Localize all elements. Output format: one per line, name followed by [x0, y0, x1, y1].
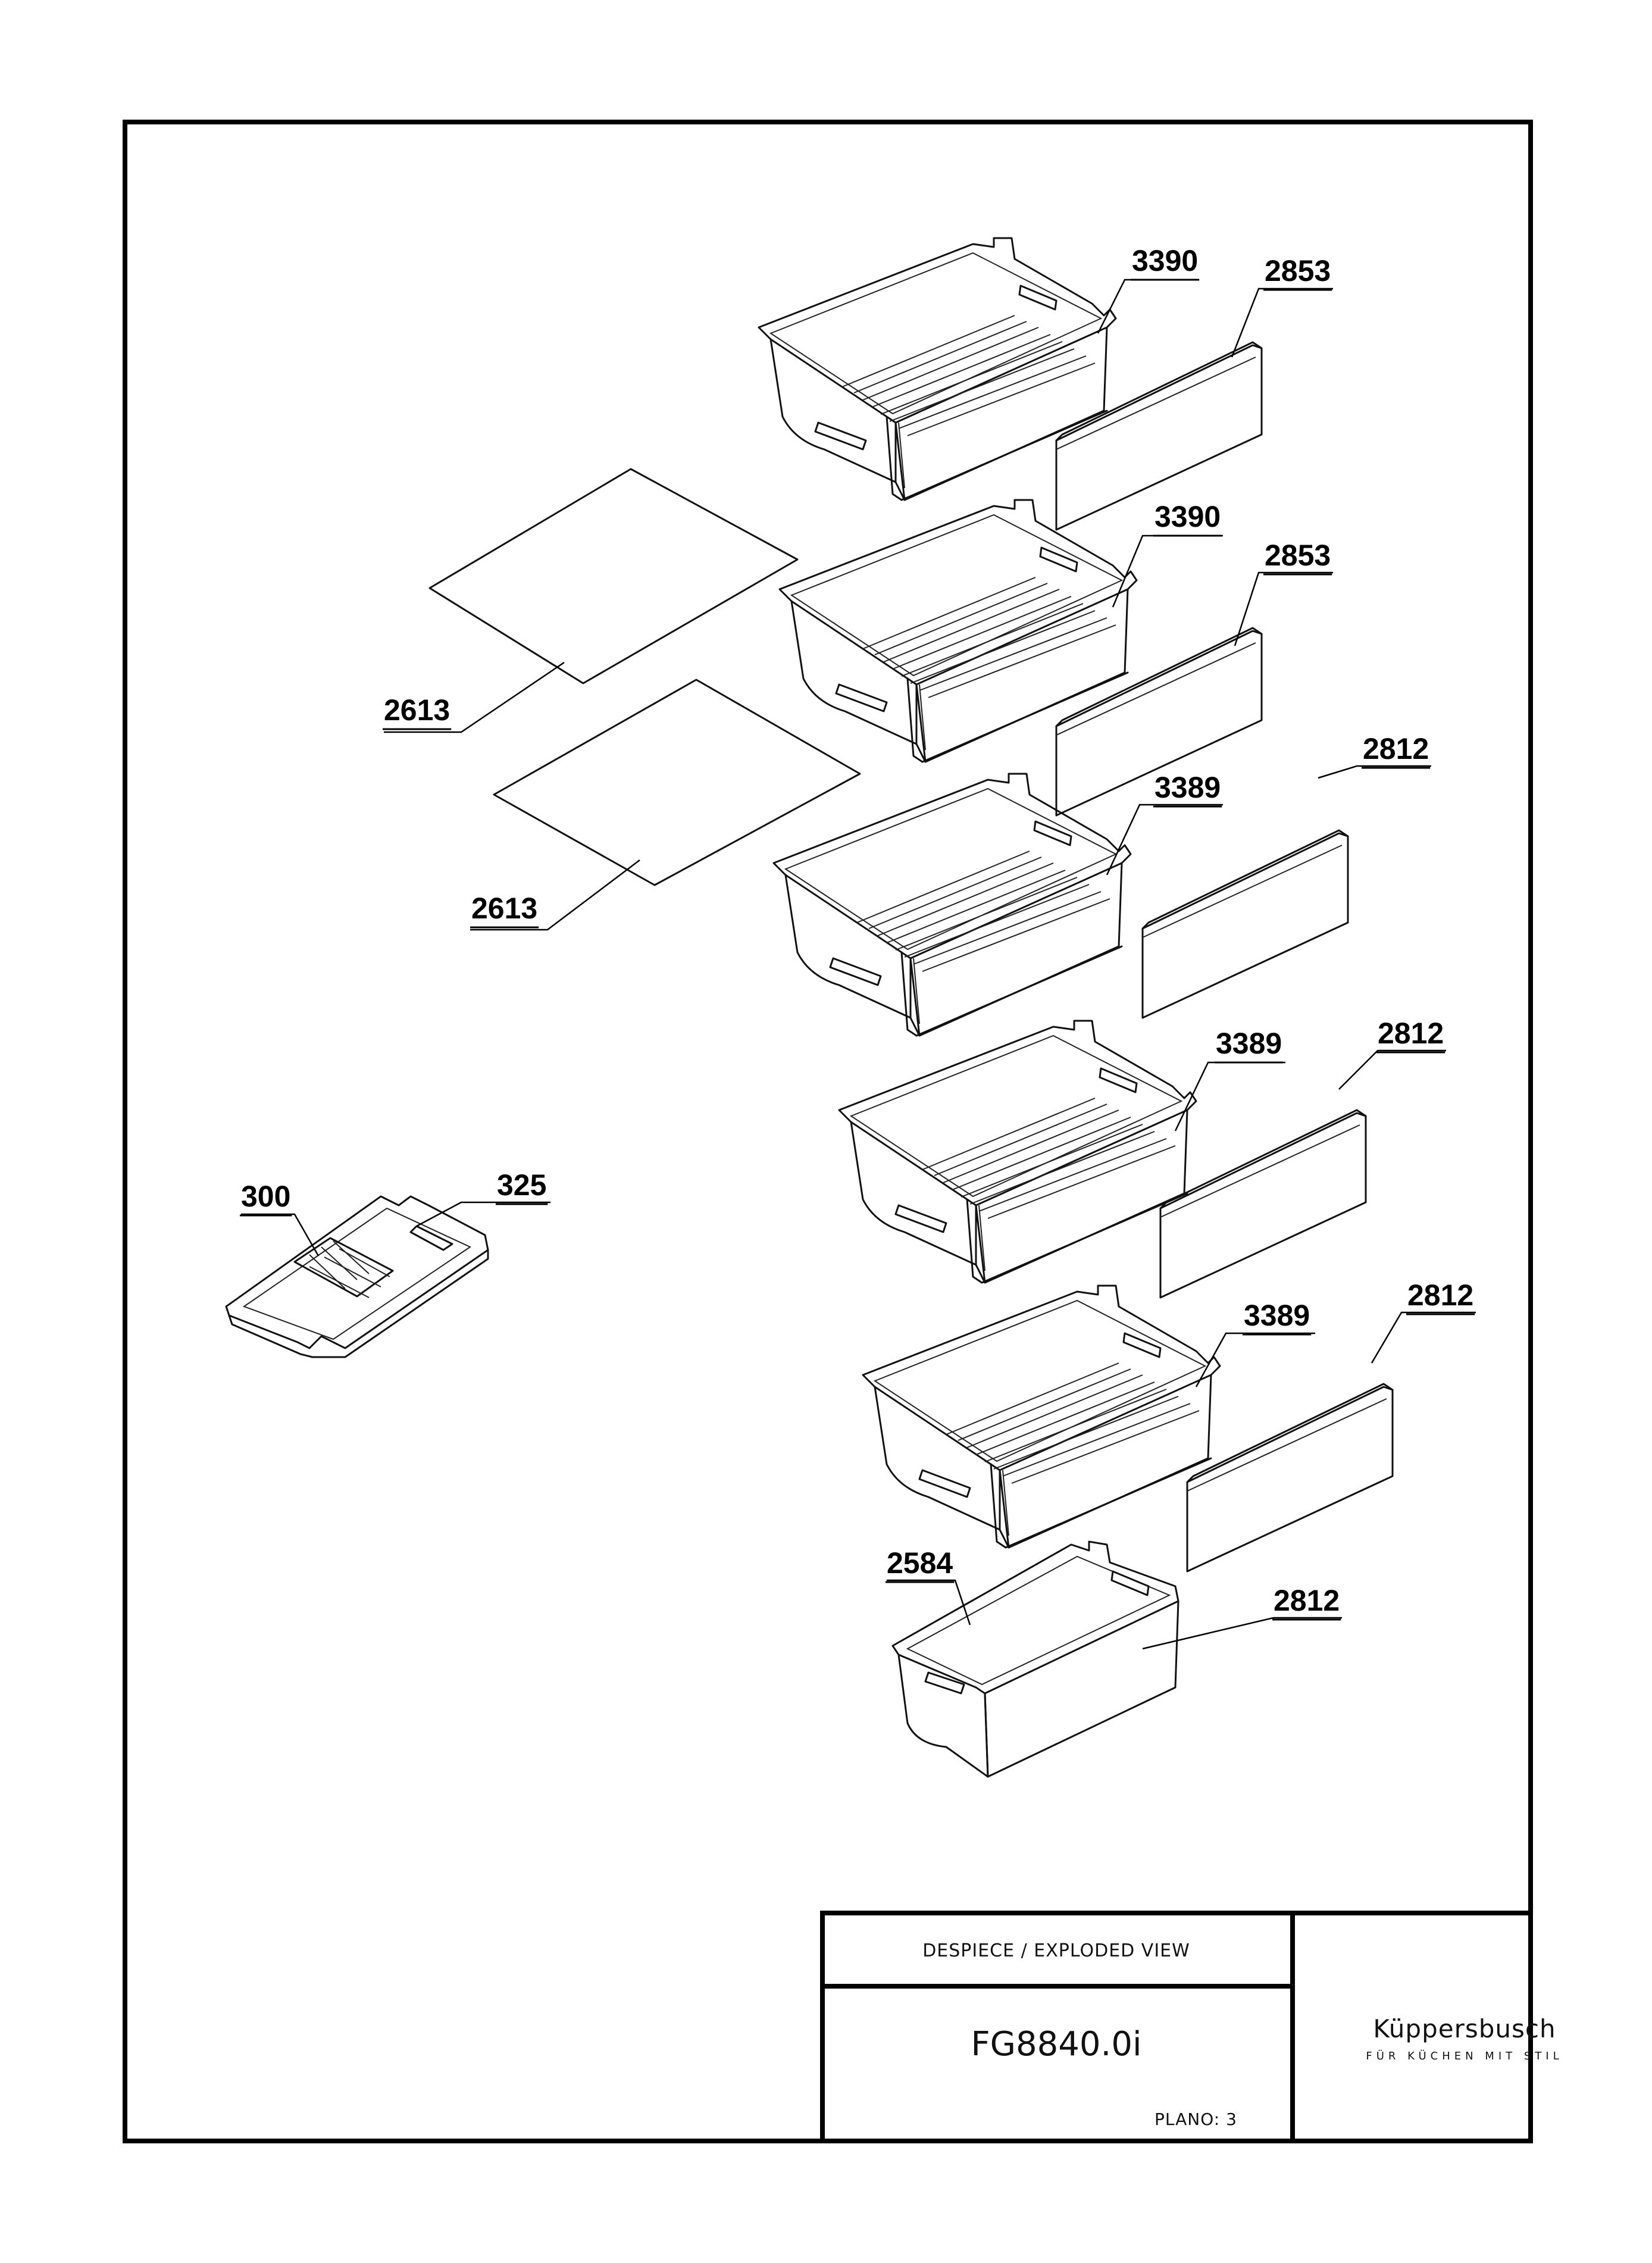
callout-2812-bottom: 2812 [1272, 1584, 1341, 1621]
model-number: FG8840.0i [971, 2025, 1142, 2064]
svg-text:300: 300 [241, 1180, 290, 1213]
svg-text:2812: 2812 [1378, 1017, 1444, 1050]
svg-text:2613: 2613 [384, 693, 450, 727]
callout-2613-lower: 2613 [470, 892, 539, 929]
glass-shelf-upper [428, 468, 799, 684]
callout-2812-second: 2812 [1376, 1017, 1446, 1054]
brand-logo: Küppersbusch [1373, 2014, 1556, 2043]
callout-2613-upper: 2613 [383, 693, 452, 730]
svg-text:3390: 3390 [1154, 500, 1221, 533]
callout-2812-first: 2812 [1362, 732, 1431, 769]
svg-text:3389: 3389 [1244, 1299, 1310, 1332]
title-block [820, 1911, 1533, 2143]
callout-3390-second: 3390 [1153, 500, 1222, 537]
drawer-basket-4 [838, 1020, 1197, 1284]
drawer-basket-1 [758, 237, 1117, 501]
front-panel-3 [1141, 829, 1349, 1019]
callout-3389-first: 3389 [1153, 771, 1222, 808]
title-block-header: DESPIECE / EXPLODED VIEW [922, 1940, 1190, 1961]
callout-300: 300 [240, 1180, 292, 1217]
drawer-basket-5 [862, 1284, 1221, 1549]
leader-lines [241, 279, 1476, 1650]
callout-325: 325 [496, 1168, 548, 1205]
svg-text:2812: 2812 [1407, 1279, 1473, 1312]
drawer-basket-3 [772, 773, 1132, 1037]
callout-3389-second: 3389 [1215, 1027, 1284, 1064]
svg-text:3389: 3389 [1216, 1027, 1282, 1060]
bottom-drawer [891, 1540, 1179, 1778]
svg-text:3390: 3390 [1132, 244, 1198, 277]
front-panel-4 [1159, 1109, 1367, 1299]
svg-text:2853: 2853 [1265, 254, 1331, 287]
callout-2584: 2584 [886, 1546, 955, 1583]
svg-text:2584: 2584 [887, 1546, 953, 1580]
callout-3390-top: 3390 [1131, 244, 1200, 281]
svg-text:3389: 3389 [1154, 771, 1221, 804]
callout-3389-third: 3389 [1243, 1299, 1312, 1336]
brand-slogan: FÜR KÜCHEN MIT STIL [1366, 2050, 1563, 2062]
svg-text:2812: 2812 [1274, 1584, 1340, 1617]
svg-text:2812: 2812 [1363, 732, 1429, 765]
callout-2853-second: 2853 [1263, 539, 1332, 576]
callout-labels: 3390 2853 3390 2853 2613 2812 3389 2613 … [240, 244, 1475, 1621]
front-panel-5 [1186, 1383, 1394, 1573]
callout-2853-top: 2853 [1263, 254, 1332, 291]
svg-text:2853: 2853 [1265, 539, 1331, 572]
callout-2812-third: 2812 [1406, 1279, 1475, 1315]
svg-text:325: 325 [497, 1168, 546, 1202]
svg-text:2613: 2613 [471, 892, 537, 925]
ice-tray-assembly [225, 1195, 489, 1358]
glass-shelf-lower [493, 679, 861, 886]
plano-number: PLANO: 3 [1154, 2109, 1237, 2129]
